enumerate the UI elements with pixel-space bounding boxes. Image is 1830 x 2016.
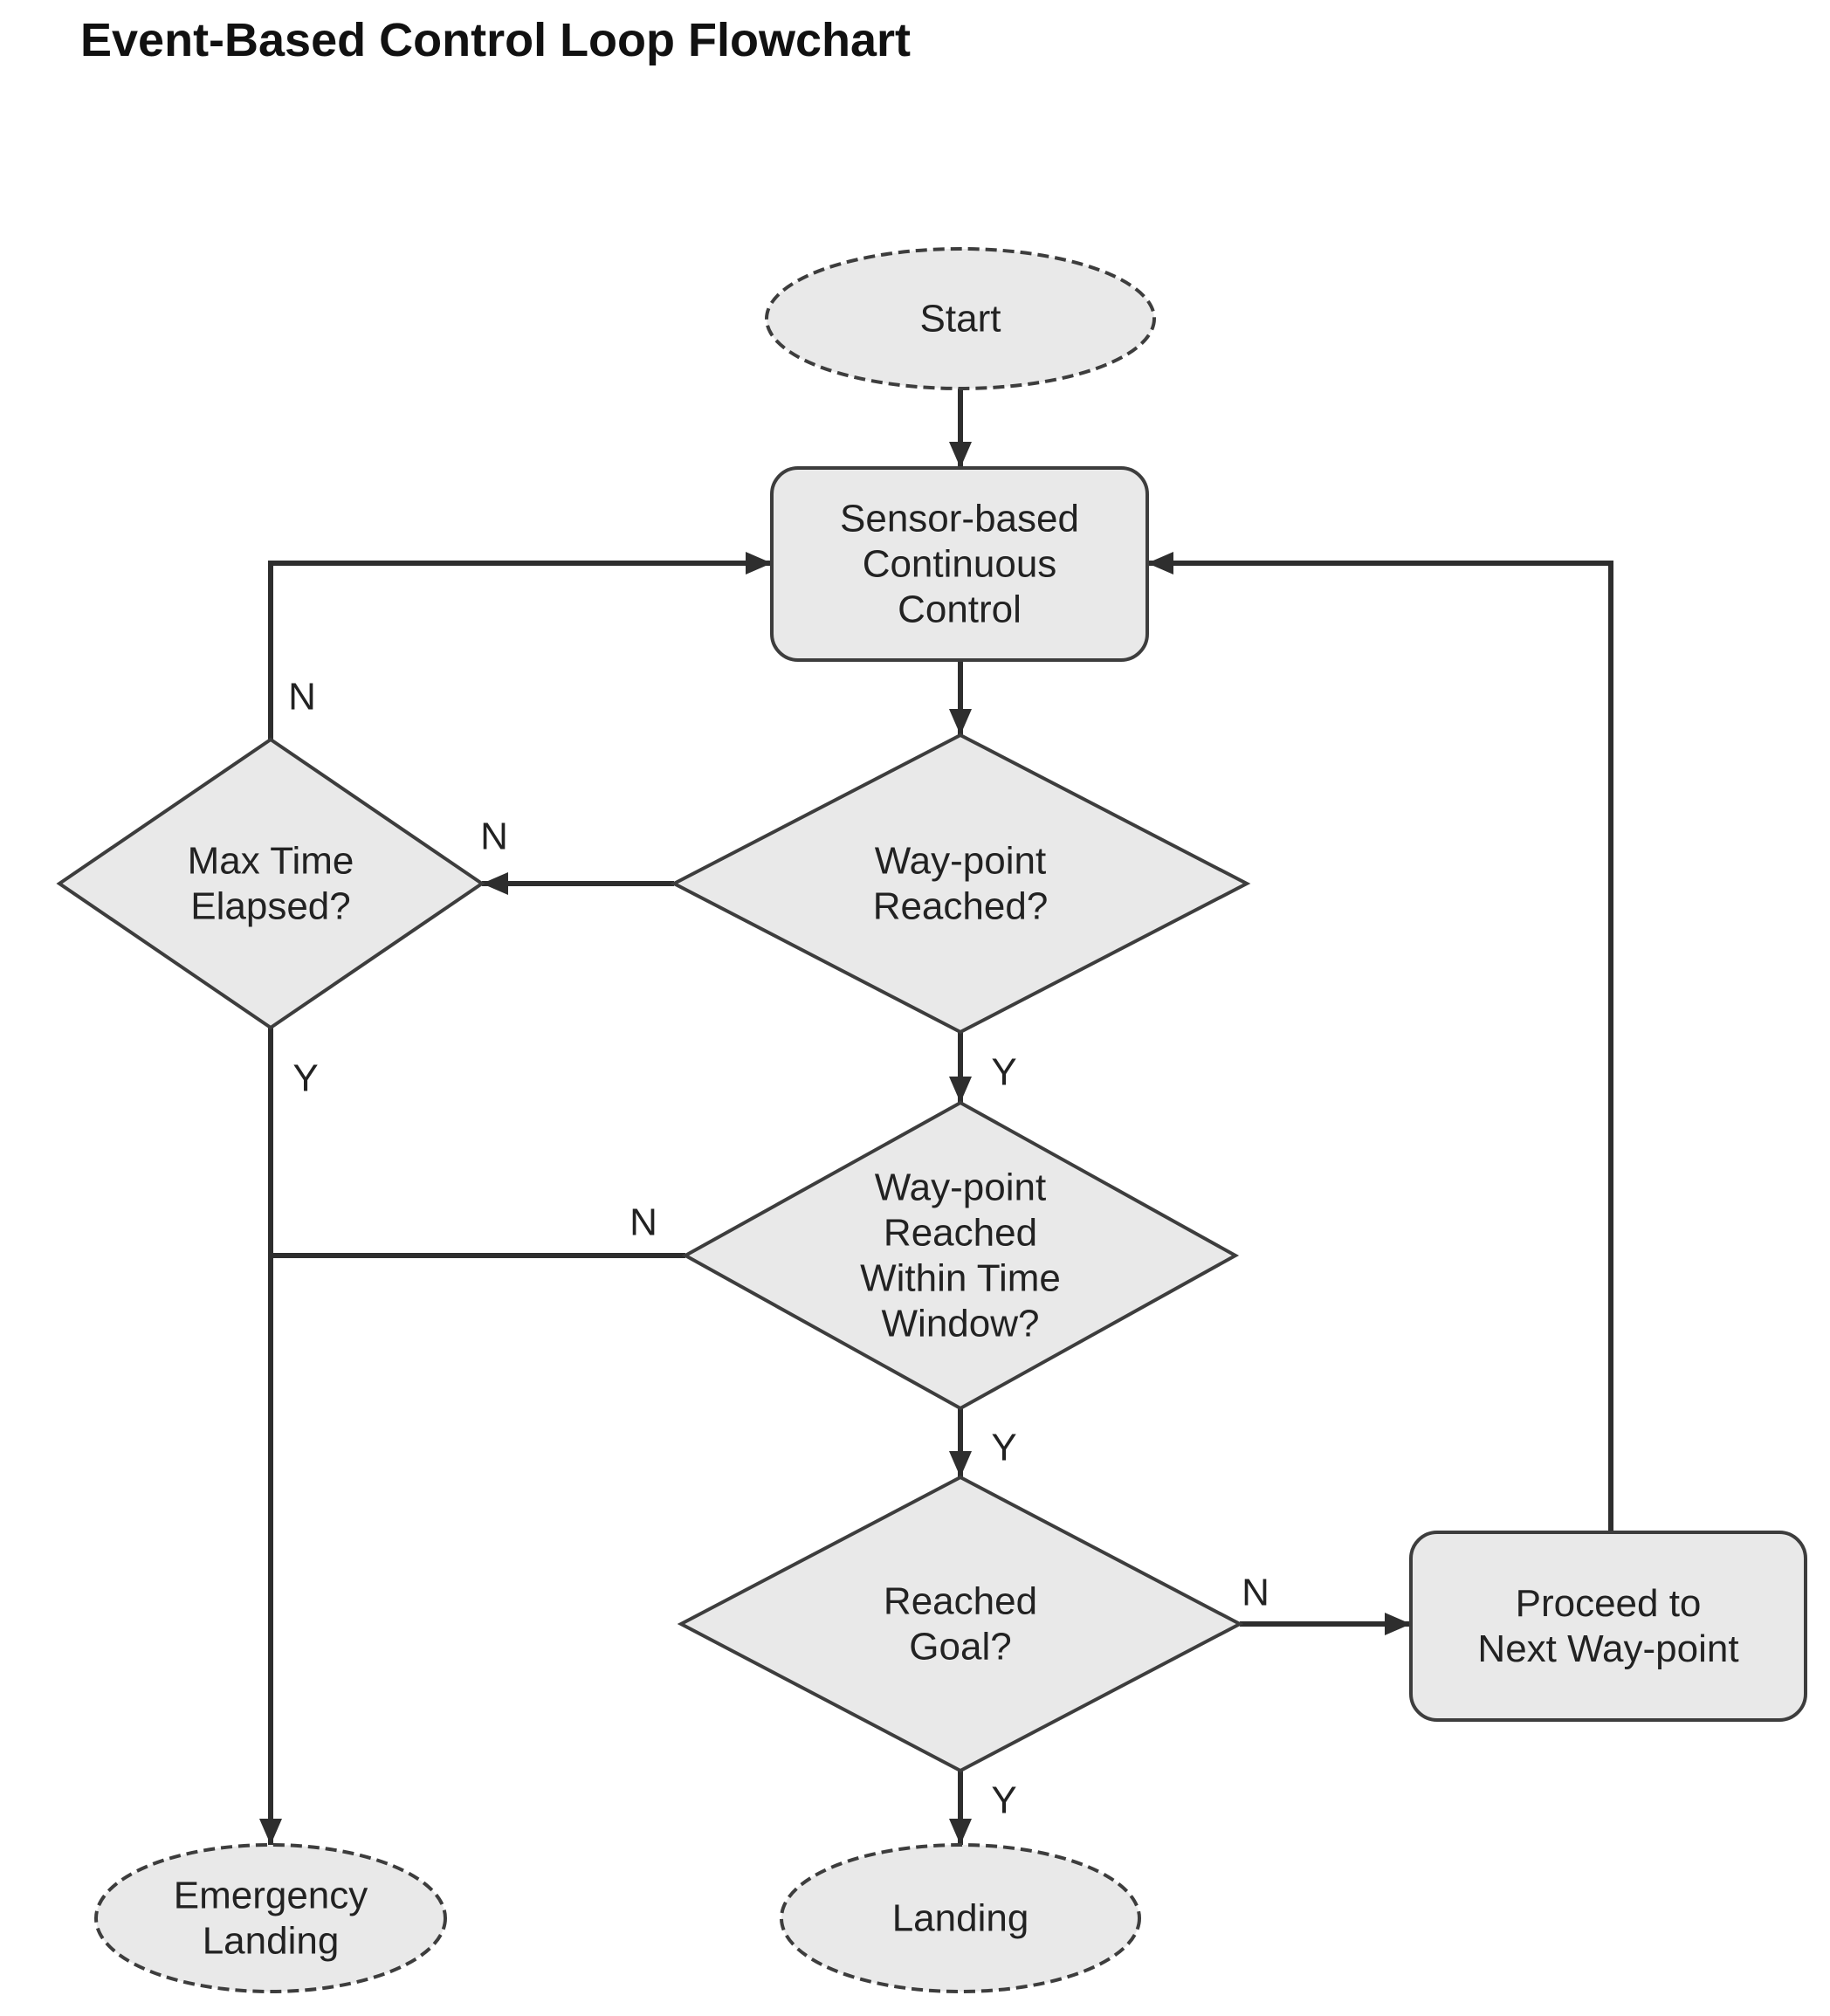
- landing-label-line: Landing: [892, 1897, 1029, 1940]
- emergency-landing-label-line: Emergency: [174, 1875, 368, 1917]
- waypoint-window-label-line: Way-point: [875, 1166, 1046, 1209]
- branch-label-waypoint-reached-y: Y: [991, 1051, 1016, 1094]
- sensor-control-label-line: Sensor-based: [840, 498, 1079, 540]
- sensor-control-label-line: Continuous: [863, 543, 1057, 586]
- waypoint-window-label-line: Within Time: [860, 1257, 1061, 1300]
- waypoint-window-shape: [681, 1100, 1240, 1411]
- nodes-layer: StartSensor-basedContinuousControlWay-po…: [56, 247, 1807, 1993]
- sensor-control-label-line: Control: [898, 588, 1022, 631]
- branch-labels-layer: N N Y Y N Y N Y: [288, 676, 1269, 1822]
- branch-label-reached-goal-y: Y: [991, 1779, 1016, 1822]
- start-label-line: Start: [920, 298, 1001, 341]
- edge-max-time-n-loop-to-sensor: [268, 552, 772, 740]
- max-time-elapsed-label-line: Max Time: [188, 840, 354, 883]
- reached-goal-label-line: Goal?: [909, 1626, 1011, 1669]
- start-shape: [765, 247, 1156, 390]
- emergency-landing-shape: [94, 1843, 447, 1993]
- edge-proceed-loop-to-sensor: [1147, 552, 1613, 1532]
- branch-label-window-y: Y: [991, 1427, 1016, 1469]
- node-start: Start: [765, 247, 1156, 390]
- edges-layer: [259, 389, 1613, 1845]
- branch-label-waypoint-reached-n: N: [480, 815, 508, 858]
- branch-label-window-n: N: [629, 1201, 657, 1244]
- emergency-landing-label-line: Landing: [203, 1920, 340, 1963]
- max-time-elapsed-shape: [56, 737, 485, 1030]
- waypoint-window-label-line: Window?: [882, 1303, 1040, 1345]
- page-title: Event-Based Control Loop Flowchart: [80, 14, 911, 66]
- proceed-next-waypoint-shape: [1409, 1531, 1807, 1722]
- branch-label-max-time-y: Y: [292, 1057, 318, 1100]
- waypoint-window-label-line: Reached: [884, 1212, 1037, 1255]
- landing-shape: [780, 1843, 1141, 1993]
- sensor-control-shape: [770, 466, 1149, 662]
- waypoint-reached-shape: [670, 733, 1251, 1035]
- proceed-next-waypoint-label-line: Proceed to: [1516, 1582, 1702, 1625]
- waypoint-reached-label-line: Way-point: [875, 840, 1046, 883]
- proceed-next-waypoint-label-line: Next Way-point: [1477, 1627, 1738, 1670]
- branch-label-max-time-n: N: [288, 676, 316, 719]
- waypoint-reached-label-line: Reached?: [873, 885, 1049, 928]
- max-time-elapsed-label-line: Elapsed?: [190, 885, 350, 928]
- node-landing: Landing: [780, 1843, 1141, 1993]
- branch-label-reached-goal-n: N: [1242, 1572, 1269, 1614]
- reached-goal-shape: [677, 1475, 1244, 1773]
- reached-goal-label-line: Reached: [884, 1580, 1037, 1623]
